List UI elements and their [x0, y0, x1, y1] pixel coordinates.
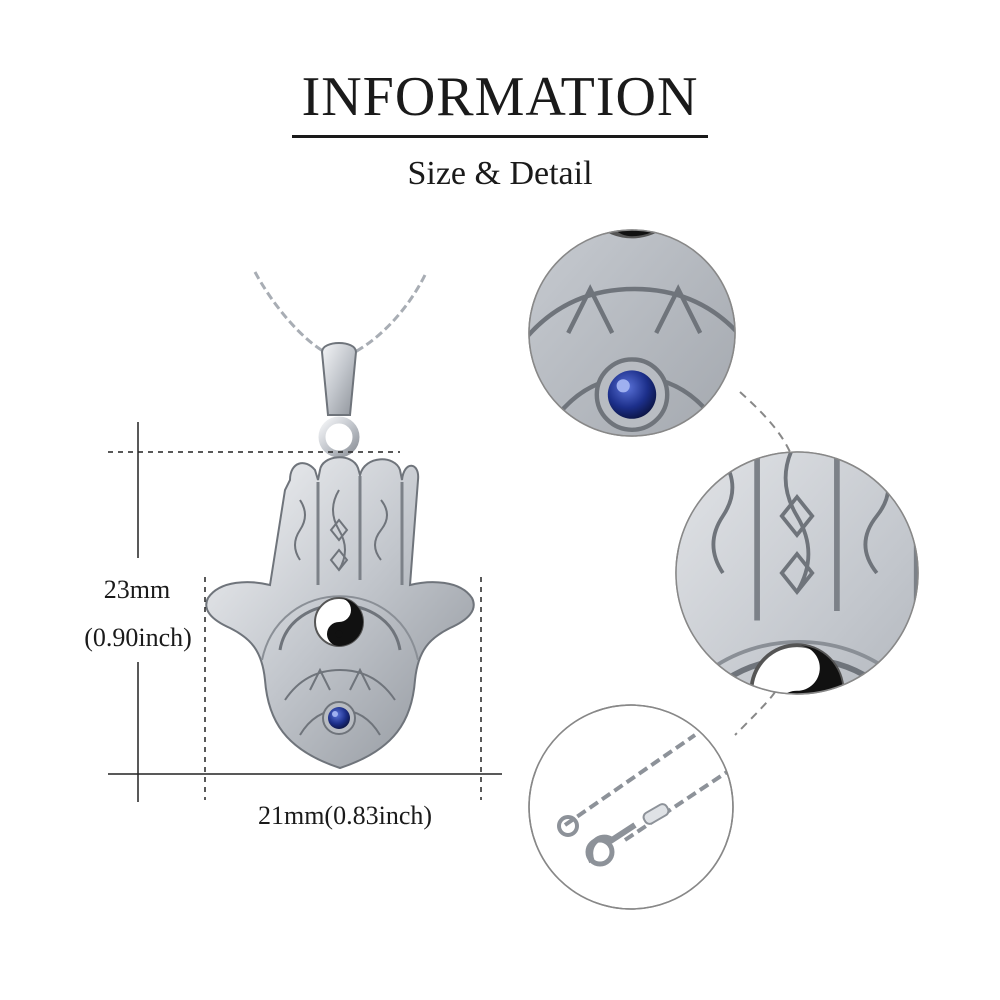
page-subtitle: Size & Detail: [407, 155, 593, 192]
dimension-guides: [108, 422, 502, 802]
evil-eye-detail: [528, 229, 736, 437]
height-mm-label: 23mm: [103, 575, 171, 604]
pendant-bail: [318, 342, 360, 458]
yin-yang-detail: [675, 451, 919, 695]
width-label: 21mm(0.83inch): [257, 801, 433, 830]
necklace-chain: [253, 271, 427, 357]
page-title: INFORMATION: [301, 66, 699, 128]
detail-connector-line: [734, 391, 791, 736]
hamsa-pendant: [206, 457, 473, 768]
title-underline: [292, 135, 708, 138]
height-inch-label: (0.90inch): [84, 623, 192, 652]
chain-clasp-detail: [528, 704, 734, 910]
